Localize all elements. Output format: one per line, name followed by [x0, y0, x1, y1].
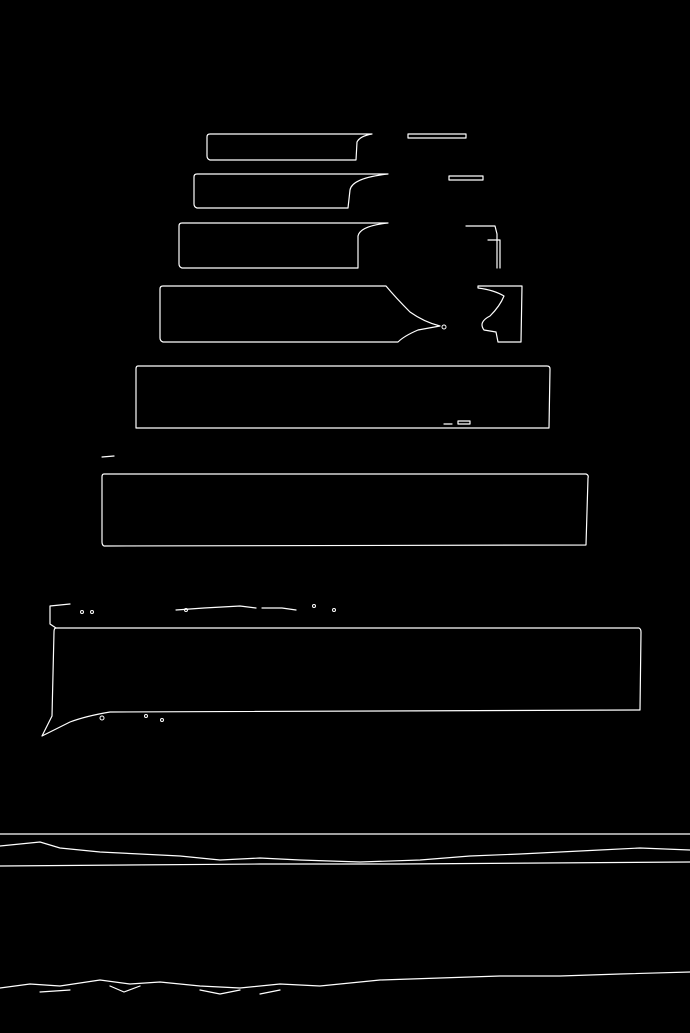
step-block-4-urn	[478, 286, 522, 342]
step-block-6-mark	[102, 456, 114, 457]
step-block-6	[102, 474, 588, 546]
speck-row	[81, 605, 336, 722]
step-block-3	[179, 223, 388, 268]
horizon-line-ripple	[0, 842, 690, 862]
step-block-2	[194, 174, 388, 208]
step-stack	[42, 134, 641, 736]
shoreline	[0, 972, 690, 994]
step-block-7-corner	[50, 604, 70, 628]
step-block-7	[42, 628, 641, 736]
step-block-4	[160, 286, 440, 342]
horizon-line-bottom	[0, 862, 690, 866]
step-block-1-cap	[408, 134, 466, 138]
speck-cluster	[444, 421, 470, 424]
speck	[442, 325, 446, 329]
horizon-band	[0, 834, 690, 866]
step-block-3-post	[466, 226, 500, 268]
step-block-2-cap	[449, 176, 483, 180]
step-block-7-top-detail	[176, 606, 296, 610]
step-block-1	[207, 134, 372, 160]
step-block-5	[136, 366, 550, 428]
shore-line	[0, 972, 690, 988]
